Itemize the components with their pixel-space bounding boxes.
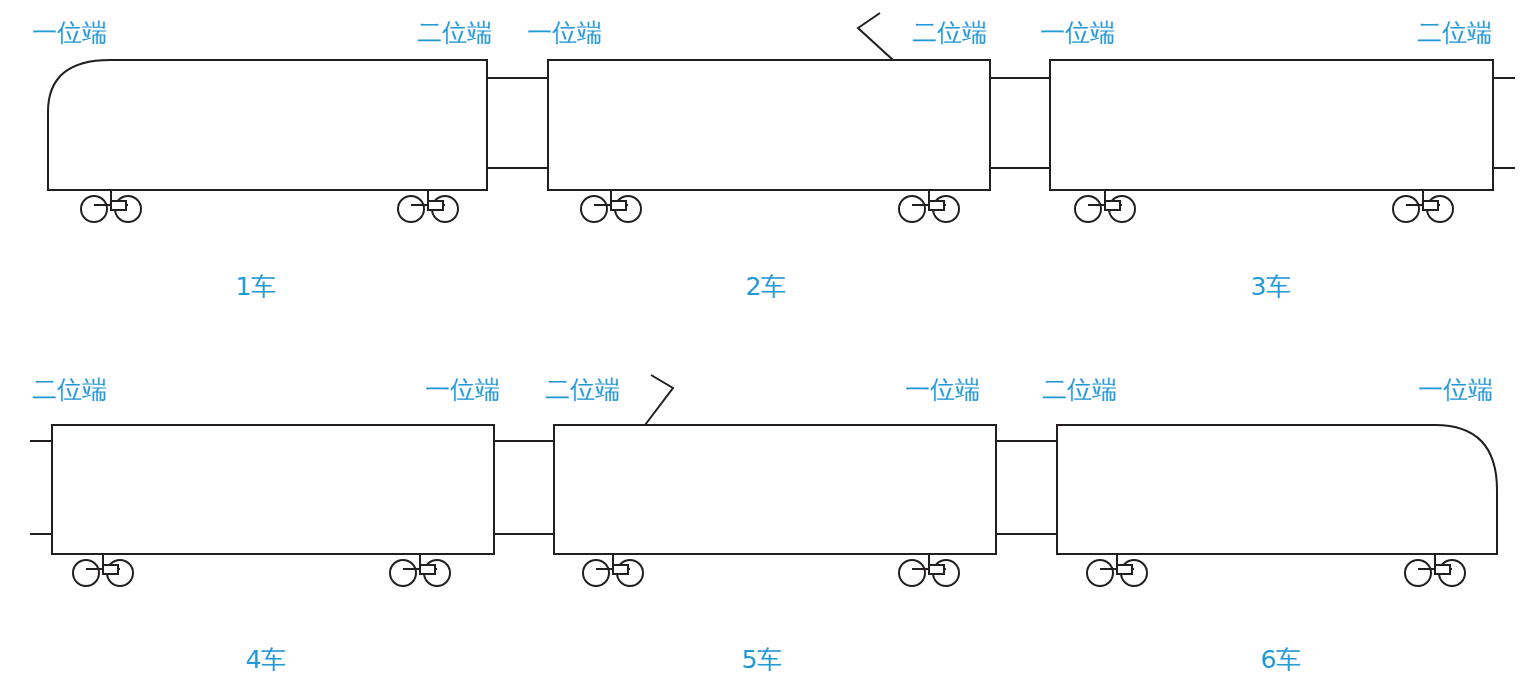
bogie: [419, 554, 421, 565]
gangway: [30, 533, 52, 535]
gangway: [1493, 77, 1515, 79]
bogie: [1117, 565, 1132, 574]
pantograph: [645, 375, 673, 425]
car-body: [554, 425, 996, 554]
bogie: [103, 565, 118, 574]
bogie: [1434, 554, 1436, 565]
bogie: [929, 201, 944, 210]
bogie: [1116, 554, 1118, 565]
bogie: [928, 554, 930, 565]
car-body: [52, 425, 494, 554]
car-number: 5车: [742, 645, 783, 675]
bogie: [1104, 190, 1106, 201]
bogie: [899, 196, 925, 222]
gangway: [494, 533, 554, 535]
bogie: [929, 565, 944, 574]
bogie: [581, 196, 607, 222]
car-number: 2车: [746, 272, 787, 302]
bogie: [73, 560, 99, 586]
car-body: [48, 60, 487, 190]
car-body: [1057, 425, 1497, 554]
end-label: 一位端: [425, 375, 500, 405]
end-label: 一位端: [32, 18, 107, 48]
end-label: 二位端: [545, 375, 620, 405]
gangway: [487, 167, 548, 169]
gangway: [996, 440, 1057, 442]
end-label: 二位端: [1417, 18, 1492, 48]
bogie: [1105, 201, 1120, 210]
bogie: [1405, 560, 1431, 586]
bogie: [398, 196, 424, 222]
bogie: [928, 190, 930, 201]
gangway: [990, 167, 1050, 169]
bogie: [111, 201, 126, 210]
bogie: [81, 196, 107, 222]
bogie: [610, 190, 612, 201]
end-label: 二位端: [32, 375, 107, 405]
bogie: [110, 190, 112, 201]
end-label: 一位端: [527, 18, 602, 48]
gangway: [30, 440, 52, 442]
bogie: [1075, 196, 1101, 222]
gangway: [494, 440, 554, 442]
car-number: 6车: [1261, 645, 1302, 675]
bogie: [427, 190, 429, 201]
end-label: 二位端: [417, 18, 492, 48]
bogie: [1087, 560, 1113, 586]
bogie: [1435, 565, 1450, 574]
gangway: [996, 533, 1057, 535]
bogie: [583, 560, 609, 586]
end-label: 一位端: [1040, 18, 1115, 48]
bogie: [390, 560, 416, 586]
pantograph: [858, 13, 893, 60]
gangway: [1493, 167, 1515, 169]
bogie: [428, 201, 443, 210]
bogie: [1423, 201, 1438, 210]
end-label: 一位端: [1418, 375, 1493, 405]
gangway: [990, 77, 1050, 79]
bogie: [612, 554, 614, 565]
bogie: [899, 560, 925, 586]
end-label: 一位端: [905, 375, 980, 405]
car-body: [548, 60, 990, 190]
bogie: [611, 201, 626, 210]
bogies: [73, 190, 1465, 586]
bogie: [613, 565, 628, 574]
car-number: 3车: [1251, 272, 1292, 302]
end-label: 二位端: [912, 18, 987, 48]
car-number: 4车: [246, 645, 287, 675]
bogie: [420, 565, 435, 574]
car-body: [1050, 60, 1493, 190]
car-number: 1车: [236, 272, 277, 302]
gangway: [487, 77, 548, 79]
bogie: [1393, 196, 1419, 222]
bogie: [102, 554, 104, 565]
end-label: 二位端: [1042, 375, 1117, 405]
bogie: [1422, 190, 1424, 201]
